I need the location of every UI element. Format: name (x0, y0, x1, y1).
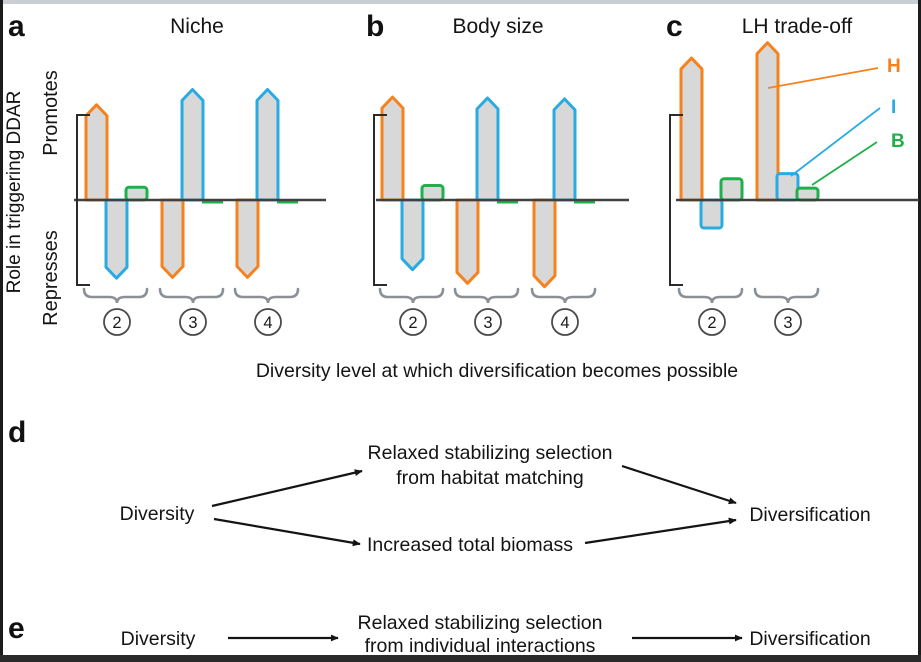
level-number-4: 4 (560, 314, 569, 332)
level-circle-4 (254, 308, 282, 336)
group-brace-level-2 (677, 287, 744, 304)
panel-letter-b: b (366, 10, 384, 43)
level-number-2: 2 (112, 314, 121, 332)
flow-d-target: Diversification (749, 504, 870, 526)
bar-B-level-2 (420, 184, 445, 202)
level-circle-2 (399, 308, 427, 336)
bar-H-level-3 (755, 41, 780, 202)
group-brace-level-2 (378, 287, 445, 304)
level-circle-3 (179, 308, 207, 336)
x-axis-caption: Diversity level at which diversification… (256, 360, 738, 382)
panel-a-chart: 2 3 4 (74, 88, 326, 336)
y-axis-bracket (373, 114, 387, 286)
level-circle-3 (774, 308, 802, 336)
bar-I-level-3 (180, 88, 205, 202)
bar-H-level-2 (679, 56, 704, 202)
flow-e-target: Diversification (749, 628, 870, 650)
level-number-3: 3 (483, 314, 492, 332)
legend-label-h: H (887, 56, 901, 77)
panel-letter-d: d (8, 416, 26, 449)
level-circle-4 (551, 308, 579, 336)
y-axis-promotes-label: Promotes (40, 70, 62, 156)
legend-label-i: I (891, 97, 896, 118)
panel-letter-c: c (666, 10, 683, 43)
y-axis-label: Role in triggering DDAR (4, 91, 25, 294)
panel-b-title: Body size (452, 15, 543, 38)
level-circle-3 (474, 308, 502, 336)
bar-I-level-2 (104, 198, 129, 280)
bar-I-level-2 (699, 198, 724, 230)
group-brace-level-3 (753, 287, 820, 304)
legend-leader-b (811, 141, 878, 186)
flow-d-branch-top-line1: Relaxed stabilizing selection (368, 442, 613, 464)
legend-leader-h (767, 67, 879, 89)
bottom-edge (0, 655, 921, 662)
y-axis-represses-label: Represses (40, 230, 62, 326)
bar-I-level-4 (255, 88, 280, 202)
flow-d-arrow-bottom-to-target (584, 517, 737, 545)
flow-e-middle-line1: Relaxed stabilizing selection (358, 612, 603, 634)
bar-H-level-2 (84, 103, 109, 202)
flow-d-branch-bottom: Increased total biomass (367, 534, 573, 556)
y-axis-bracket (669, 114, 683, 286)
bar-H-level-3 (160, 198, 185, 279)
group-brace-level-4 (233, 287, 300, 304)
left-edge (0, 0, 3, 662)
bar-I-level-4 (552, 97, 577, 202)
level-number-4: 4 (263, 314, 272, 332)
flow-d-arrow-top-to-target (621, 464, 737, 505)
bar-I-level-3 (475, 96, 500, 202)
flow-d-arrow-source-to-top (211, 469, 363, 508)
group-brace-level-2 (82, 287, 149, 304)
flow-d-arrow-source-to-bottom (213, 517, 361, 547)
panel-c-title: LH trade-off (742, 15, 853, 38)
bar-I-level-2 (400, 198, 425, 272)
flow-d-branch-top-line2: from habitat matching (396, 467, 584, 489)
group-brace-level-4 (530, 287, 597, 304)
y-axis-bracket (76, 114, 90, 286)
bar-B-level-2 (719, 177, 744, 202)
panel-letter-e: e (8, 612, 25, 645)
bar-H-level-2 (380, 95, 405, 202)
bar-B-level-3 (795, 186, 820, 202)
panel-letter-a: a (8, 10, 25, 43)
legend-label-b: B (891, 131, 905, 152)
group-brace-level-3 (453, 287, 520, 304)
flow-d-source: Diversity (120, 503, 195, 525)
legend-leader-i (790, 107, 881, 177)
level-circle-2 (103, 308, 131, 336)
bar-H-level-4 (532, 198, 557, 289)
right-edge (918, 0, 921, 662)
panel-b-chart: 2 3 4 (373, 95, 629, 336)
level-number-2: 2 (408, 314, 417, 332)
panel-a-title: Niche (170, 15, 224, 38)
flow-e-middle-line2: from individual interactions (365, 635, 596, 657)
level-number-3: 3 (783, 314, 792, 332)
bar-I-level-3 (775, 172, 800, 202)
flow-e-source: Diversity (121, 628, 196, 650)
bar-B-level-2 (124, 185, 149, 202)
level-number-2: 2 (707, 314, 716, 332)
top-edge (0, 0, 921, 4)
bar-H-level-4 (235, 198, 260, 279)
bar-H-level-3 (455, 198, 480, 285)
level-circle-2 (698, 308, 726, 336)
group-brace-level-3 (158, 287, 225, 304)
level-number-3: 3 (188, 314, 197, 332)
